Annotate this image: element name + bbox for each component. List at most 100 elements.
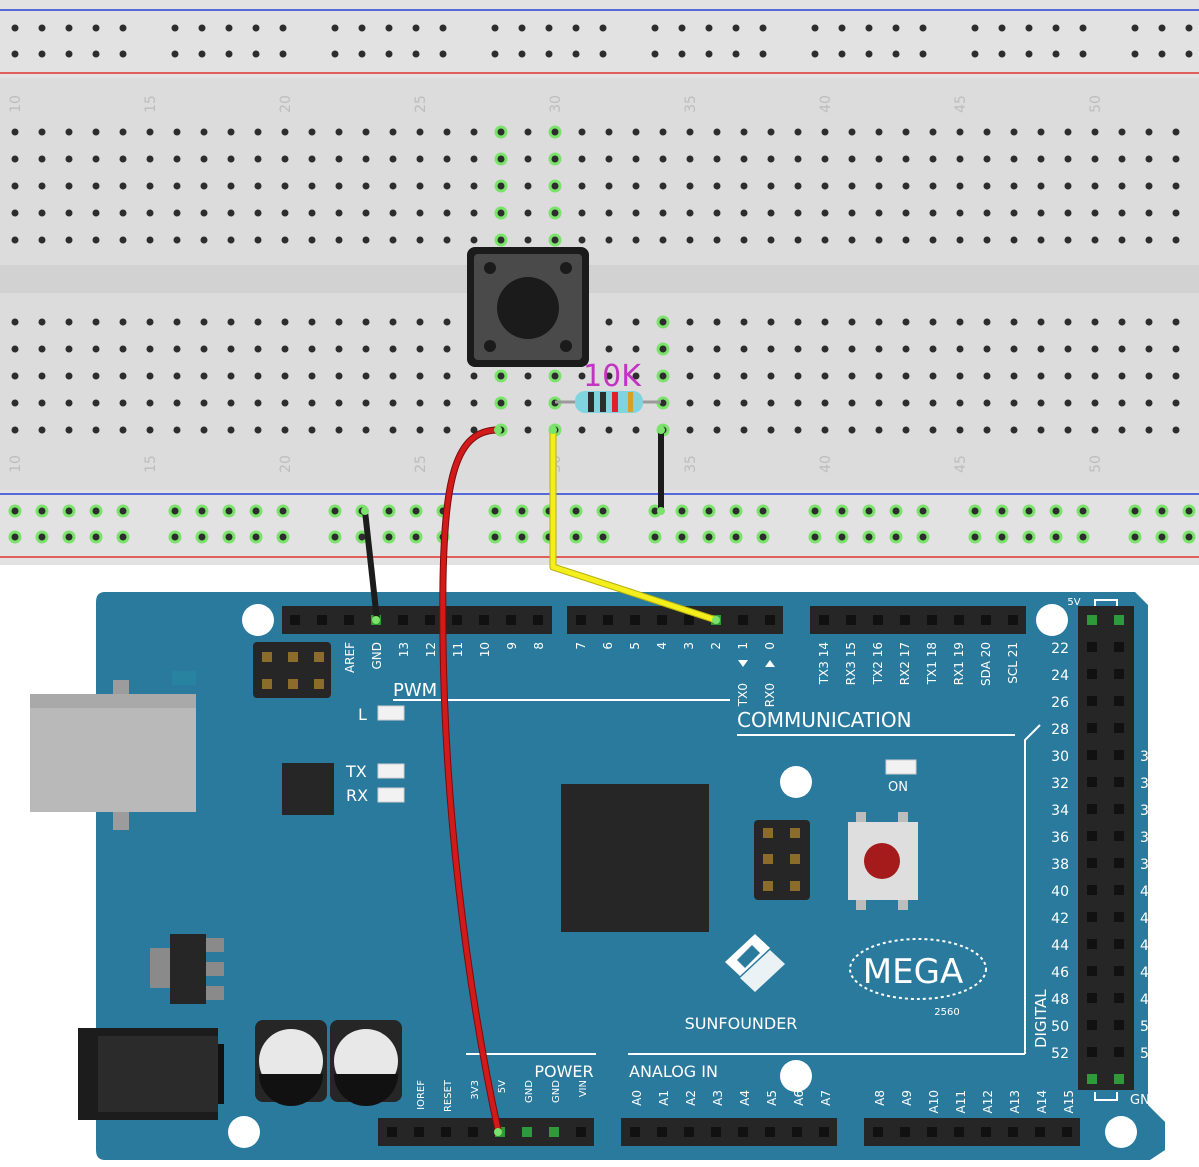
header-pin[interactable] [1114, 939, 1124, 949]
header-pin[interactable] [522, 1127, 532, 1137]
header-pin[interactable] [1114, 858, 1124, 868]
header-pin[interactable] [414, 1127, 424, 1137]
header-pin[interactable] [506, 615, 516, 625]
header-pin[interactable] [1114, 885, 1124, 895]
header-pin[interactable] [1114, 1074, 1124, 1084]
header-pin[interactable] [452, 615, 462, 625]
header-pin[interactable] [1087, 804, 1097, 814]
header-pin[interactable] [1035, 1127, 1045, 1137]
breadboard-hole [740, 155, 748, 163]
column-number: 45 [953, 455, 969, 473]
push-button[interactable] [467, 247, 589, 367]
breadboard-hole [1172, 128, 1180, 136]
breadboard-hole [1145, 155, 1153, 163]
header-pin[interactable] [954, 1127, 964, 1137]
header-pin[interactable] [765, 1127, 775, 1137]
header-pin[interactable] [425, 615, 435, 625]
header-pin[interactable] [630, 615, 640, 625]
header-pin[interactable] [1114, 804, 1124, 814]
pin-label: RX2 17 [898, 642, 912, 685]
header-pin[interactable] [1114, 1047, 1124, 1057]
header-pin[interactable] [549, 1127, 559, 1137]
breadboard-hole [1037, 399, 1045, 407]
header-pin[interactable] [1114, 966, 1124, 976]
header-pin[interactable] [1114, 912, 1124, 922]
pin-label: 28 [1051, 722, 1069, 738]
breadboard-hole [794, 345, 802, 353]
header-pin[interactable] [711, 1127, 721, 1137]
header-pin[interactable] [684, 1127, 694, 1137]
header-pin[interactable] [630, 1127, 640, 1137]
header-pin[interactable] [873, 615, 883, 625]
breadboard-hole [173, 426, 181, 434]
header-pin[interactable] [1087, 615, 1097, 625]
header-pin[interactable] [1062, 1127, 1072, 1137]
header-pin[interactable] [1087, 696, 1097, 706]
header-pin[interactable] [1114, 777, 1124, 787]
breadboard-hole [875, 209, 883, 217]
header-pin[interactable] [576, 1127, 586, 1137]
header-pin[interactable] [792, 1127, 802, 1137]
header-pin[interactable] [290, 615, 300, 625]
header-pin[interactable] [1087, 777, 1097, 787]
header-pin[interactable] [1114, 1020, 1124, 1030]
header-pin[interactable] [1087, 750, 1097, 760]
header-pin[interactable] [1087, 939, 1097, 949]
header-pin[interactable] [927, 615, 937, 625]
header-pin[interactable] [1114, 723, 1124, 733]
header-pin[interactable] [317, 615, 327, 625]
header-pin[interactable] [1114, 696, 1124, 706]
header-pin[interactable] [1114, 750, 1124, 760]
header-pin[interactable] [603, 615, 613, 625]
header-pin[interactable] [819, 615, 829, 625]
header-pin[interactable] [1008, 615, 1018, 625]
header-pin[interactable] [1087, 1074, 1097, 1084]
header-pin[interactable] [468, 1127, 478, 1137]
header-pin[interactable] [1087, 885, 1097, 895]
header-pin[interactable] [1087, 723, 1097, 733]
header-pin[interactable] [533, 615, 543, 625]
breadboard-hole [1172, 236, 1180, 244]
header-pin[interactable] [1114, 615, 1124, 625]
header-pin[interactable] [846, 615, 856, 625]
header-pin[interactable] [738, 1127, 748, 1137]
breadboard-hole [1091, 426, 1099, 434]
header-pin[interactable] [873, 1127, 883, 1137]
header-pin[interactable] [819, 1127, 829, 1137]
header-pin[interactable] [1087, 642, 1097, 652]
header-pin[interactable] [1087, 831, 1097, 841]
header-pin[interactable] [344, 615, 354, 625]
header-pin[interactable] [1087, 1047, 1097, 1057]
header-pin[interactable] [1087, 912, 1097, 922]
header-pin[interactable] [1114, 642, 1124, 652]
header-pin[interactable] [387, 1127, 397, 1137]
breadboard-hole [11, 399, 19, 407]
header-pin[interactable] [900, 1127, 910, 1137]
header-pin[interactable] [576, 615, 586, 625]
header-pin[interactable] [981, 1127, 991, 1137]
header-pin[interactable] [1114, 831, 1124, 841]
header-pin[interactable] [1087, 966, 1097, 976]
header-pin[interactable] [1114, 669, 1124, 679]
pin-label: 36 [1051, 830, 1069, 846]
header-pin[interactable] [1087, 1020, 1097, 1030]
header-pin[interactable] [954, 615, 964, 625]
header-pin[interactable] [1087, 993, 1097, 1003]
header-pin[interactable] [1008, 1127, 1018, 1137]
header-pin[interactable] [927, 1127, 937, 1137]
header-pin[interactable] [1087, 669, 1097, 679]
header-pin[interactable] [1087, 858, 1097, 868]
reset-button[interactable] [848, 812, 918, 910]
header-pin[interactable] [398, 615, 408, 625]
header-pin[interactable] [657, 1127, 667, 1137]
header-pin[interactable] [900, 615, 910, 625]
header-pin[interactable] [981, 615, 991, 625]
header-pin[interactable] [657, 615, 667, 625]
breadboard-hole [929, 209, 937, 217]
header-pin[interactable] [479, 615, 489, 625]
header-pin[interactable] [738, 615, 748, 625]
header-pin[interactable] [441, 1127, 451, 1137]
header-pin[interactable] [1114, 993, 1124, 1003]
header-pin[interactable] [684, 615, 694, 625]
header-pin[interactable] [765, 615, 775, 625]
